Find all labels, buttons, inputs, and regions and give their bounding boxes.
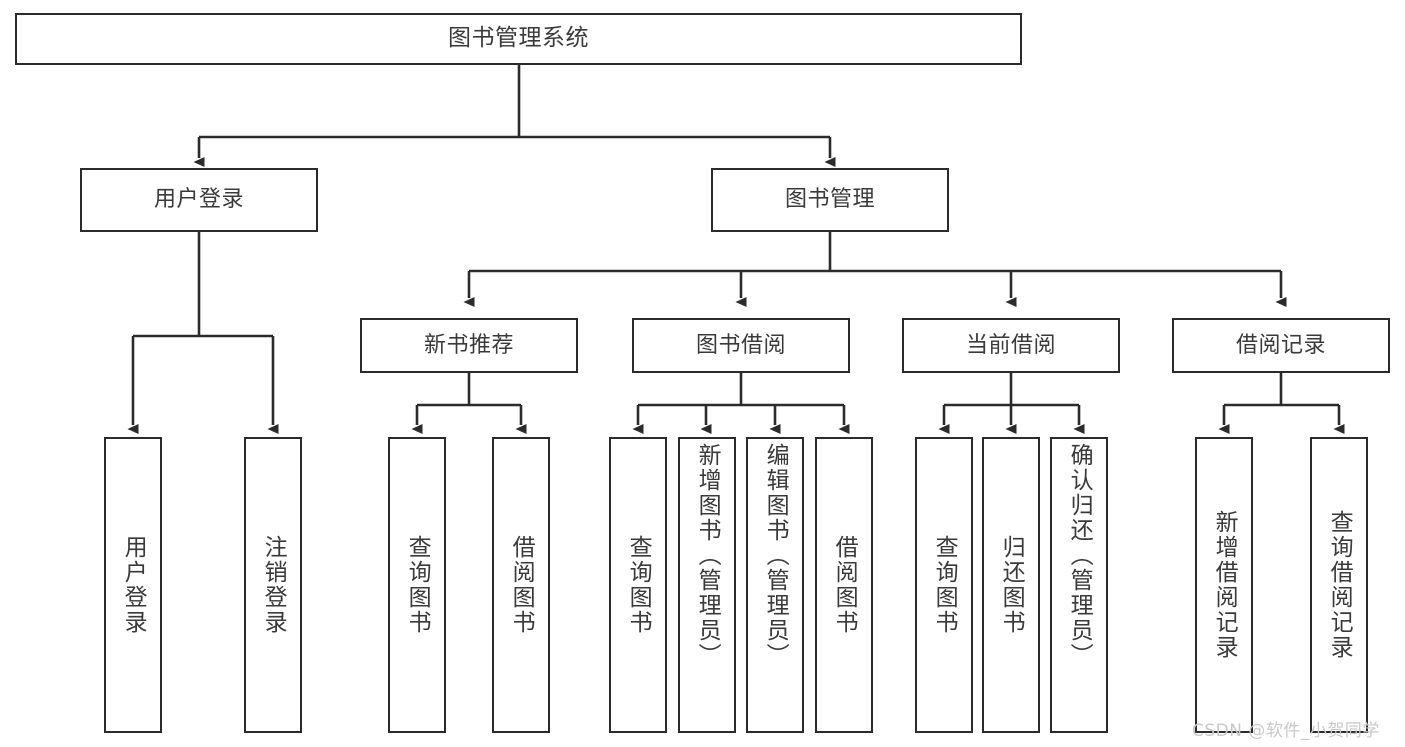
node-root-system[interactable]: 图书管理系统 [15, 13, 1022, 65]
node-new-book-recommend[interactable]: 新书推荐 [360, 318, 578, 373]
node-leaf-query-book-2-label: 查询图书 [625, 535, 652, 635]
node-leaf-logout-login[interactable]: 注销登录 [244, 437, 302, 733]
node-book-management-label: 图书管理 [784, 187, 875, 213]
node-leaf-query-record[interactable]: 查询借阅记录 [1310, 437, 1368, 733]
node-leaf-edit-book[interactable]: 编辑图书（管理员） [746, 437, 804, 733]
node-new-book-recommend-label: 新书推荐 [423, 332, 514, 358]
node-leaf-edit-book-label: 编辑图书（管理员） [762, 443, 789, 668]
node-leaf-confirm-return[interactable]: 确认归还（管理员） [1050, 437, 1108, 733]
node-leaf-return-book[interactable]: 归还图书 [982, 437, 1040, 733]
node-leaf-logout-login-label: 注销登录 [260, 535, 287, 635]
node-leaf-add-book-label: 新增图书（管理员） [694, 443, 721, 668]
node-leaf-return-book-label: 归还图书 [998, 535, 1025, 635]
node-root-system-label: 图书管理系统 [448, 25, 589, 52]
node-leaf-borrow-book-1[interactable]: 借阅图书 [492, 437, 550, 733]
node-leaf-borrow-book-2[interactable]: 借阅图书 [815, 437, 873, 733]
csdn-watermark: CSDN @软件_小贺同学 [1192, 721, 1380, 741]
node-leaf-query-record-label: 查询借阅记录 [1326, 510, 1353, 660]
node-leaf-add-record-label: 新增借阅记录 [1211, 510, 1238, 660]
node-leaf-borrow-book-1-label: 借阅图书 [508, 535, 535, 635]
node-current-borrow[interactable]: 当前借阅 [902, 318, 1120, 373]
node-current-borrow-label: 当前借阅 [965, 332, 1056, 358]
node-book-borrow-label: 图书借阅 [695, 332, 786, 358]
node-borrow-record[interactable]: 借阅记录 [1172, 318, 1390, 373]
node-leaf-user-login-label: 用户登录 [120, 535, 147, 635]
node-borrow-record-label: 借阅记录 [1235, 332, 1326, 358]
node-leaf-add-book[interactable]: 新增图书（管理员） [678, 437, 736, 733]
node-leaf-borrow-book-2-label: 借阅图书 [831, 535, 858, 635]
node-leaf-query-book-2[interactable]: 查询图书 [609, 437, 667, 733]
node-book-management[interactable]: 图书管理 [711, 168, 949, 232]
node-leaf-query-book-1[interactable]: 查询图书 [388, 437, 446, 733]
node-book-borrow[interactable]: 图书借阅 [632, 318, 850, 373]
node-leaf-query-book-1-label: 查询图书 [404, 535, 431, 635]
node-leaf-add-record[interactable]: 新增借阅记录 [1195, 437, 1253, 733]
node-leaf-query-book-3-label: 查询图书 [931, 535, 958, 635]
node-user-login-label: 用户登录 [153, 187, 244, 213]
node-leaf-query-book-3[interactable]: 查询图书 [915, 437, 973, 733]
node-leaf-confirm-return-label: 确认归还（管理员） [1066, 443, 1093, 668]
node-user-login[interactable]: 用户登录 [80, 168, 318, 232]
node-leaf-user-login[interactable]: 用户登录 [104, 437, 162, 733]
